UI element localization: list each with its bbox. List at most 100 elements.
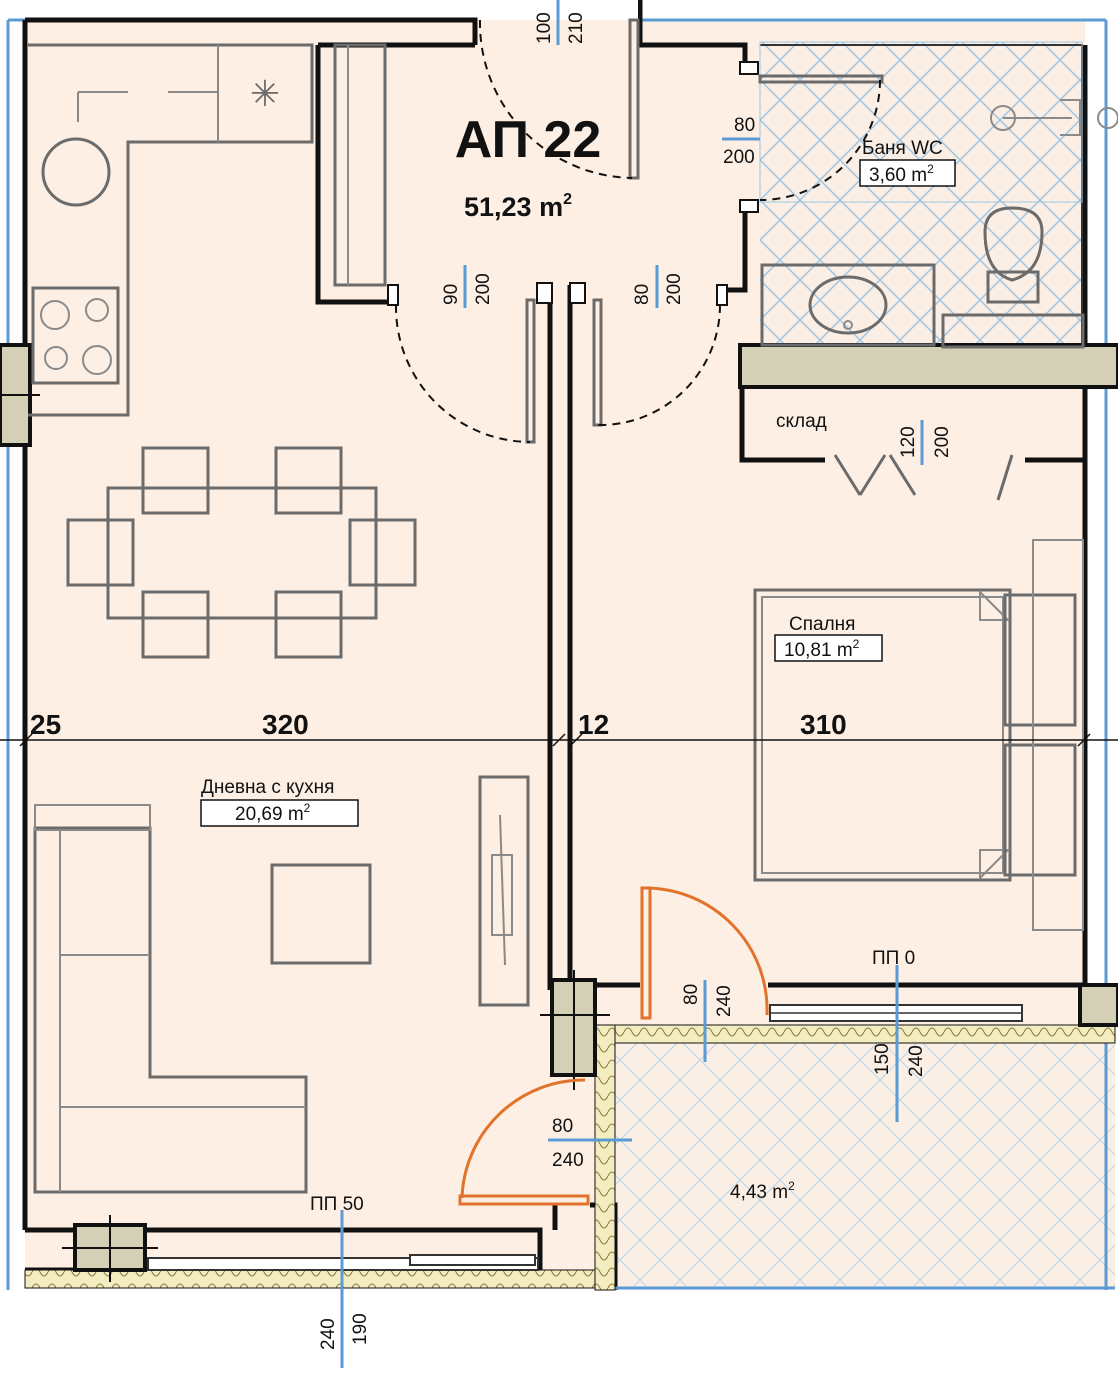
kitchen-counter bbox=[28, 43, 314, 417]
nightstand bbox=[1003, 743, 1077, 877]
terrace-area: 4,43 m2 bbox=[730, 1179, 795, 1203]
wall-corridor-left bbox=[315, 45, 395, 305]
insulation-terrace-left bbox=[594, 1024, 616, 1291]
bath-bench bbox=[941, 313, 1085, 349]
bathroom-area: 3,60 m2 bbox=[869, 162, 934, 186]
dimension-tick bbox=[19, 733, 1091, 747]
balcony-door-liv-height: 240 bbox=[552, 1150, 584, 1171]
dining-chair bbox=[141, 590, 210, 659]
storage-door-width: 120 bbox=[898, 426, 919, 458]
wall-top-left bbox=[25, 17, 478, 45]
living-door-swing bbox=[394, 304, 531, 443]
living-door-height: 200 bbox=[473, 273, 494, 305]
wall-bathroom-outer bbox=[720, 200, 748, 293]
dim-wall-left: 25 bbox=[30, 709, 61, 740]
bedroom-door-width: 80 bbox=[632, 284, 653, 305]
dining-chair bbox=[274, 590, 343, 659]
bath-door-height: 200 bbox=[723, 147, 755, 168]
insulation-bedroom-bottom bbox=[614, 1024, 1116, 1044]
living-area: 20,69 m2 bbox=[235, 801, 311, 825]
partition-living-bedroom bbox=[547, 285, 573, 990]
storage-door-height: 200 bbox=[932, 426, 953, 458]
apartment-area: 51,23 m2 bbox=[464, 191, 572, 222]
hob-burner bbox=[82, 345, 112, 375]
living-name: Дневна с кухня bbox=[201, 777, 334, 798]
hob-burner bbox=[85, 298, 109, 322]
balcony-door-bedroom-swing bbox=[644, 886, 769, 1016]
door-frame bbox=[536, 282, 553, 304]
window-living-height: 190 bbox=[350, 1313, 371, 1345]
washbasin-icon bbox=[808, 275, 888, 335]
entrance-door-leaf bbox=[628, 18, 640, 180]
bedroom-name: Спалня bbox=[789, 614, 855, 635]
bath-door-leaf bbox=[758, 74, 884, 84]
bathroom-area-box bbox=[859, 159, 956, 187]
living-door-width: 90 bbox=[441, 284, 462, 305]
tv-stand bbox=[478, 775, 530, 1007]
storage-folding-door bbox=[833, 454, 1014, 501]
apartment-title: АП 22 bbox=[455, 111, 602, 169]
beam-bath-storage bbox=[738, 343, 1118, 389]
door-frame bbox=[739, 199, 759, 213]
dining-chair bbox=[66, 518, 135, 587]
column-right bbox=[1078, 983, 1118, 1027]
entrance-width: 100 bbox=[534, 12, 555, 44]
hob-icon bbox=[31, 286, 120, 385]
faucet-icon bbox=[843, 320, 853, 330]
wall-top-right bbox=[637, 0, 748, 70]
bedroom-door-leaf bbox=[592, 298, 603, 427]
bath-vanity bbox=[760, 263, 936, 347]
window-bedroom-label: ПП 0 bbox=[872, 948, 915, 969]
bathroom-name: Баня WC bbox=[862, 138, 943, 159]
door-frame bbox=[569, 282, 586, 304]
bedroom-area: 10,81 m2 bbox=[784, 637, 860, 661]
living-door-leaf bbox=[525, 298, 536, 444]
bed-blanket-fold bbox=[979, 589, 1011, 881]
corridor-wardrobe bbox=[333, 43, 387, 287]
dim-partition: 12 bbox=[578, 709, 609, 740]
sofa-back bbox=[34, 804, 151, 831]
dim-bedroom-width: 310 bbox=[800, 709, 847, 740]
nightstand bbox=[1003, 593, 1077, 727]
bed-inner bbox=[761, 596, 1004, 874]
hob-burner bbox=[44, 346, 68, 370]
toilet-tank bbox=[986, 270, 1040, 304]
kitchen-upper-cabinet bbox=[77, 91, 218, 122]
window-living-label: ПП 50 bbox=[310, 1194, 364, 1215]
door-frame bbox=[739, 61, 759, 75]
balcony-door-liv-width: 80 bbox=[552, 1116, 573, 1137]
dining-table bbox=[106, 486, 378, 620]
balcony-door-bed-width: 80 bbox=[681, 984, 702, 1005]
dining-chair bbox=[274, 446, 343, 515]
hob-burner bbox=[40, 300, 70, 330]
sink-icon bbox=[41, 137, 111, 207]
bed bbox=[753, 588, 1012, 882]
insulation-bottom bbox=[24, 1269, 616, 1289]
bedroom-door-height: 200 bbox=[664, 273, 685, 305]
coffee-table bbox=[270, 863, 372, 965]
shower-valve-icon bbox=[1097, 107, 1118, 129]
window-bedroom-width: 150 bbox=[872, 1043, 893, 1075]
dim-living-width: 320 bbox=[262, 709, 309, 740]
fan-icon: ✳ bbox=[250, 74, 280, 115]
bath-shower-area bbox=[759, 41, 1083, 203]
living-area-box bbox=[200, 799, 359, 827]
bath-door-width: 80 bbox=[734, 115, 755, 136]
balcony-door-living-leaf bbox=[458, 1194, 590, 1206]
balcony-door-bed-height: 240 bbox=[714, 985, 735, 1017]
storage-name: склад bbox=[776, 411, 827, 432]
wardrobe-bedroom bbox=[1032, 539, 1084, 931]
entrance-door-swing bbox=[478, 19, 633, 179]
balcony-door-living-swing bbox=[460, 1078, 586, 1199]
bathroom-tiles bbox=[760, 42, 1082, 344]
terrace-floor bbox=[615, 1042, 1115, 1288]
door-frame bbox=[716, 284, 728, 306]
dining-chair bbox=[141, 446, 210, 515]
bedroom-area-box bbox=[774, 634, 883, 662]
door-frame bbox=[387, 284, 399, 306]
window-living-sash bbox=[409, 1254, 536, 1266]
entrance-height: 210 bbox=[566, 12, 587, 44]
tv-icon bbox=[491, 814, 513, 966]
shower-pipe bbox=[1003, 99, 1081, 136]
